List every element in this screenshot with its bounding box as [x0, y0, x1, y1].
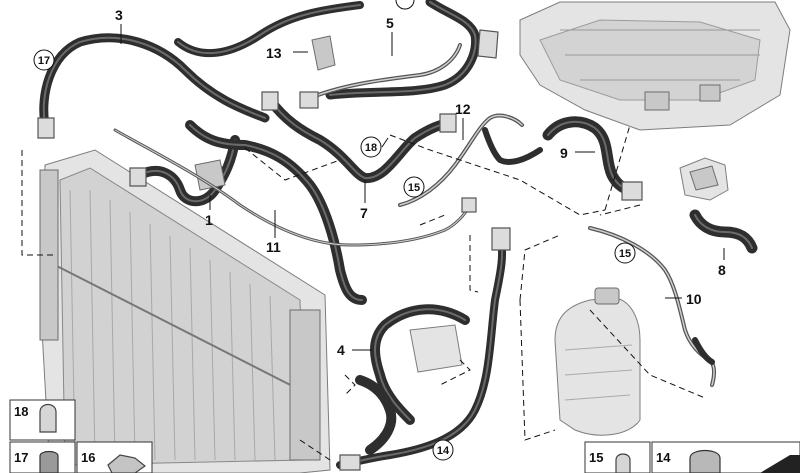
clamp-16-icon: [107, 454, 147, 473]
callout-3: 3: [115, 7, 123, 23]
hose-upper-radiator: [185, 120, 367, 305]
clamp-17-icon: [39, 450, 59, 473]
water-pump: [679, 157, 729, 201]
leader-lines: [120, 24, 725, 351]
callout-5: 5: [386, 15, 394, 31]
hose-3: [37, 33, 270, 139]
legend-label-14: 14: [656, 450, 671, 465]
legend-label-18: 18: [14, 404, 28, 419]
hose-9: [542, 116, 643, 201]
callout-10: 10: [686, 291, 702, 307]
clamp-18-icon: [39, 403, 57, 433]
callout-8: 8: [718, 262, 726, 278]
clamp-15-icon: [615, 453, 631, 473]
hose-14: [336, 227, 511, 469]
callout-offscreen-circle: [395, 0, 415, 10]
callout-11: 11: [266, 239, 281, 255]
hose-1: [129, 135, 240, 207]
hose-4: [339, 304, 470, 471]
legend-label-16: 16: [81, 450, 95, 465]
callout-17: 17: [38, 55, 50, 67]
legend-left: 18 17 16: [9, 399, 153, 473]
pipe-10: [588, 226, 717, 387]
dashed-guide-lines: [21, 124, 706, 461]
hose-7: [261, 91, 457, 183]
pipe-12: [398, 113, 543, 207]
callout-9: 9: [560, 145, 568, 161]
bracket-13: [311, 35, 336, 71]
callout-1: 1: [205, 212, 213, 228]
expansion-tank: [554, 287, 641, 436]
callout-numbers: 3 5 13 12 9 8 10 1 11 7 4 17 18 15 15 14: [33, 0, 726, 461]
callout-15b: 15: [619, 248, 631, 260]
callout-15a: 15: [408, 182, 420, 194]
legend-label-17: 17: [14, 450, 28, 465]
hose-8: [689, 209, 758, 254]
callout-7: 7: [360, 205, 368, 221]
callout-14-circle: 14: [432, 439, 454, 461]
callout-15a-circle: 15: [403, 176, 425, 198]
engine-block: [519, 1, 791, 131]
hose-top: [174, 0, 499, 100]
clamp-14-icon: [689, 449, 721, 473]
brand-stripe-icon: [760, 455, 800, 473]
callout-4: 4: [337, 342, 345, 358]
callout-18: 18: [365, 142, 377, 154]
callout-12: 12: [455, 101, 471, 117]
legend-label-15: 15: [589, 450, 603, 465]
callout-17-circle: 17: [33, 49, 55, 71]
legend-right: 15 14: [584, 441, 800, 473]
callout-18-circle: 18: [360, 136, 382, 158]
pipe-11: [113, 128, 477, 247]
hose-5: [299, 43, 462, 109]
callout-13: 13: [266, 45, 282, 61]
callout-15b-circle: 15: [614, 242, 636, 264]
callout-14: 14: [437, 445, 450, 457]
